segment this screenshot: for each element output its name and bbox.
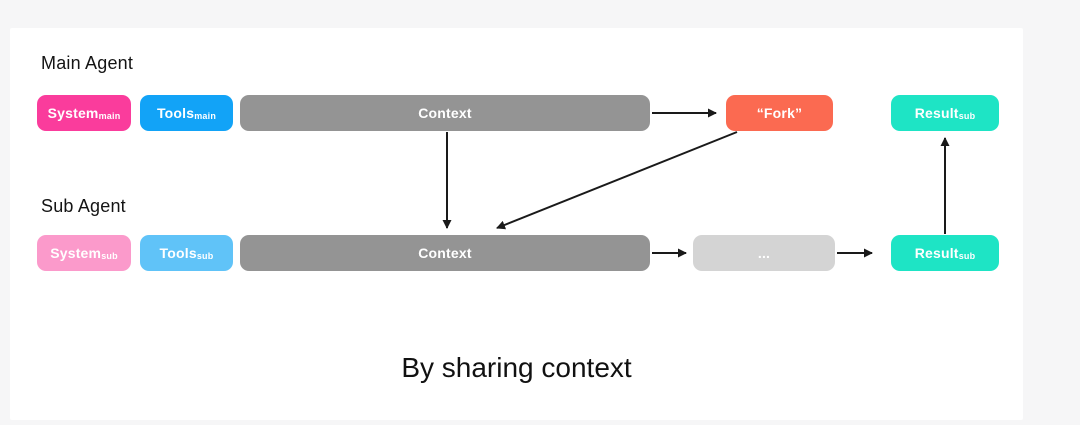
system-sub-text: System bbox=[50, 245, 102, 261]
tools-main-text: Tools bbox=[156, 105, 195, 121]
context-main-box: Context bbox=[240, 95, 650, 131]
result-sub-text: Result bbox=[914, 245, 959, 261]
system-main-subscript: main bbox=[98, 110, 121, 121]
system-main-text: System bbox=[47, 105, 99, 121]
context-sub-text: Context bbox=[418, 245, 472, 261]
fork-text: “Fork” bbox=[756, 105, 803, 121]
sub-agent-label: Sub Agent bbox=[41, 196, 126, 216]
tools-sub-text: Tools bbox=[159, 245, 197, 261]
result-sub-subscript: sub bbox=[958, 250, 976, 261]
result-main-subscript: sub bbox=[958, 110, 976, 121]
ellipsis-box: ... bbox=[693, 235, 835, 271]
tools-sub-subscript: sub bbox=[196, 250, 214, 261]
result-main-text: Result bbox=[914, 105, 959, 121]
fork-box: “Fork” bbox=[726, 95, 833, 131]
context-main-text: Context bbox=[418, 105, 472, 121]
caption: By sharing context bbox=[401, 352, 632, 383]
tools-main-subscript: main bbox=[194, 110, 217, 121]
main-agent-label: Main Agent bbox=[41, 53, 134, 73]
system-sub-subscript: sub bbox=[101, 250, 118, 261]
ellipsis-text: ... bbox=[757, 245, 771, 261]
context-sub-box: Context bbox=[240, 235, 650, 271]
